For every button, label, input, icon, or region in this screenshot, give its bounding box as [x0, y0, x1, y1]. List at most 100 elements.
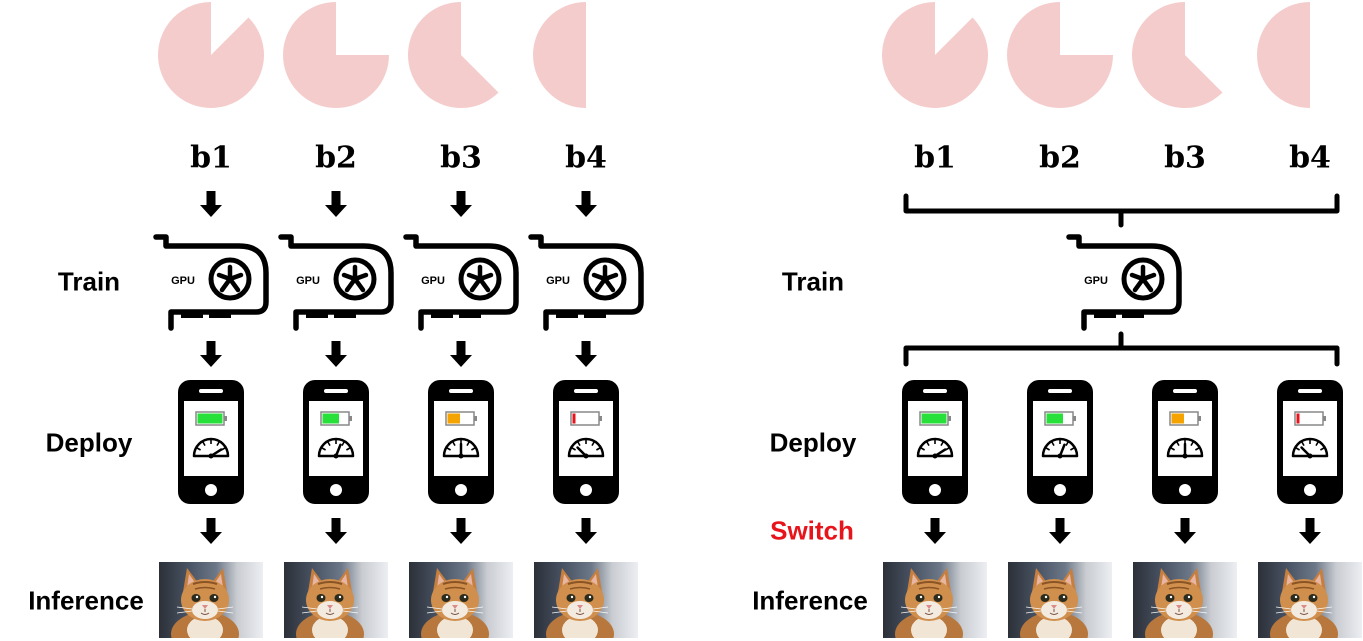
speedometer-icon [567, 437, 605, 459]
speedometer-icon [1166, 437, 1204, 459]
battery-level-fill [1046, 413, 1063, 424]
phone-speaker [1298, 389, 1322, 393]
inference-image-left-3 [409, 562, 513, 638]
speedometer-icon [1041, 437, 1079, 459]
bitwidth-label-left-4: b4 [565, 140, 607, 176]
inference-image-right-3 [1133, 562, 1237, 638]
arrow-to-gpu-left-3 [450, 191, 472, 217]
bitwidth-label-left-2: b2 [315, 140, 357, 176]
phone-speaker [1173, 389, 1197, 393]
gpu-left-1: GPU [156, 237, 266, 328]
bitwidth-label-right-2: b2 [1039, 140, 1081, 176]
speedometer-icon [442, 437, 480, 459]
speedometer-icon [1291, 437, 1329, 459]
arrow-to-inference-left-2 [325, 518, 347, 544]
phone-speaker [574, 389, 598, 393]
bitwidth-label-left-3: b3 [440, 140, 482, 176]
gpu-right-shared: GPU [1069, 237, 1179, 328]
pie-right-3 [1131, 2, 1223, 109]
arrow-to-inference-left-3 [450, 518, 472, 544]
phone-right-3 [1152, 380, 1218, 504]
phone-right-2 [1027, 380, 1093, 504]
gpu-label: GPU [546, 275, 570, 287]
arrow-switch-right-3 [1174, 518, 1196, 544]
phone-speaker [923, 389, 947, 393]
switch-label: Switch [770, 515, 854, 546]
phone-left-1 [178, 380, 244, 504]
phone-left-4 [553, 380, 619, 504]
gpu-label: GPU [171, 275, 195, 287]
cat-photo-icon [1020, 568, 1088, 638]
battery-level-fill [572, 413, 576, 424]
gpu-label: GPU [1084, 275, 1108, 287]
arrow-to-phone-left-1 [200, 341, 222, 367]
bitwidth-label-right-4: b4 [1289, 140, 1331, 176]
phone-right-4 [1277, 380, 1343, 504]
cat-photo-icon [421, 568, 489, 638]
arrow-switch-right-1 [924, 518, 946, 544]
arrow-to-phone-left-3 [450, 341, 472, 367]
gpu-left-2: GPU [281, 237, 391, 328]
inference-label-right: Inference [752, 585, 868, 616]
arrow-to-gpu-left-4 [575, 191, 597, 217]
phone-right-1 [902, 380, 968, 504]
bitwidth-label-right-3: b3 [1164, 140, 1206, 176]
arrow-switch-right-4 [1299, 518, 1321, 544]
deploy-label-left: Deploy [45, 427, 133, 458]
inference-image-left-4 [534, 562, 638, 638]
pie-left-4 [533, 2, 586, 108]
speedometer-icon [317, 437, 355, 459]
inference-image-right-1 [883, 562, 987, 638]
speedometer-icon [916, 437, 954, 459]
gpu-left-3: GPU [406, 237, 516, 328]
arrow-to-phone-left-4 [575, 341, 597, 367]
bitwidth-label-right-1: b1 [914, 140, 956, 176]
battery-level-fill [197, 413, 223, 424]
arrow-to-inference-left-1 [200, 518, 222, 544]
cat-photo-icon [1270, 568, 1338, 638]
cat-photo-icon [1145, 568, 1213, 638]
battery-level-fill [921, 413, 947, 424]
phone-left-3 [428, 380, 494, 504]
cat-photo-icon [171, 568, 239, 638]
train-label-left: Train [57, 266, 121, 297]
phone-home-button [205, 484, 217, 496]
arrow-to-inference-left-4 [575, 518, 597, 544]
pie-left-3 [407, 2, 499, 109]
phone-home-button [580, 484, 592, 496]
deploy-label-right: Deploy [769, 427, 857, 458]
arrow-to-gpu-left-2 [325, 191, 347, 217]
cat-photo-icon [546, 568, 614, 638]
arrow-switch-right-2 [1049, 518, 1071, 544]
gpu-label: GPU [296, 275, 320, 287]
gpu-label: GPU [421, 275, 445, 287]
inference-image-left-1 [159, 562, 263, 638]
phone-left-2 [303, 380, 369, 504]
pie-right-1 [882, 2, 988, 109]
gpu-left-4: GPU [531, 237, 641, 328]
pie-left-1 [157, 2, 264, 108]
bitwidth-label-left-1: b1 [190, 140, 232, 176]
speedometer-icon [192, 437, 230, 459]
pie-right-4 [1257, 2, 1310, 108]
phone-home-button [929, 484, 941, 496]
cat-photo-icon [895, 568, 963, 638]
brace-merge [903, 193, 1340, 228]
phone-home-button [330, 484, 342, 496]
arrow-to-phone-left-2 [325, 341, 347, 367]
brace-split [903, 331, 1340, 367]
battery-level-fill [447, 413, 460, 424]
phone-speaker [199, 389, 223, 393]
cat-photo-icon [296, 568, 364, 638]
inference-image-right-2 [1008, 562, 1112, 638]
phone-home-button [1304, 484, 1316, 496]
inference-image-left-2 [284, 562, 388, 638]
train-label-right: Train [781, 266, 845, 297]
phone-home-button [1179, 484, 1191, 496]
inference-image-right-4 [1258, 562, 1362, 638]
phone-speaker [324, 389, 348, 393]
battery-level-fill [322, 413, 339, 424]
battery-level-fill [1296, 413, 1300, 424]
phone-home-button [455, 484, 467, 496]
